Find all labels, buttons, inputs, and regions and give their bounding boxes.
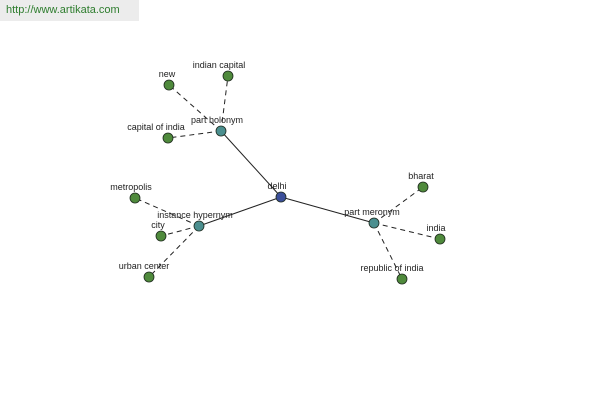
node-label-part-meronym: part meronym <box>344 207 400 217</box>
nodes-layer: delhi part holonym instance hypernym part m… <box>110 60 446 285</box>
node-city[interactable]: city <box>151 220 167 242</box>
node-circle-city[interactable] <box>155 230 167 242</box>
node-urban-center[interactable]: urban center <box>119 261 170 283</box>
node-label-capital-of-india: capital of india <box>127 122 185 132</box>
node-circle-metropolis[interactable] <box>129 192 141 204</box>
node-part-meronym[interactable]: part meronym <box>344 207 400 229</box>
node-circle-capital-of-india[interactable] <box>162 132 174 144</box>
edge-part-holonym-capital-of-india <box>167 130 222 139</box>
node-circle-delhi[interactable] <box>275 191 287 203</box>
edge-instance-hypernym-urban-center <box>148 225 200 278</box>
edge-instance-hypernym-metropolis <box>134 197 200 227</box>
node-label-urban-center: urban center <box>119 261 170 271</box>
node-new[interactable]: new <box>159 69 176 91</box>
node-label-republic-of-india: republic of india <box>360 263 423 273</box>
edge-part-meronym-bharat <box>373 186 424 224</box>
node-part-holonym[interactable]: part holonym <box>191 115 243 137</box>
edge-delhi-part-holonym <box>220 130 282 198</box>
edges-layer <box>134 75 441 280</box>
node-label-delhi: delhi <box>267 181 286 191</box>
url-banner: http://www.artikata.com <box>0 0 139 21</box>
node-bharat[interactable]: bharat <box>408 171 434 193</box>
node-india[interactable]: india <box>426 223 446 245</box>
node-circle-urban-center[interactable] <box>143 271 155 283</box>
edge-part-meronym-india <box>373 222 441 240</box>
node-circle-part-holonym[interactable] <box>215 125 227 137</box>
node-instance-hypernym[interactable]: instance hypernym <box>157 210 233 232</box>
node-circle-republic-of-india[interactable] <box>396 273 408 285</box>
node-label-city: city <box>151 220 165 230</box>
node-label-india: india <box>426 223 445 233</box>
edge-delhi-part-meronym <box>280 196 375 224</box>
node-circle-india[interactable] <box>434 233 446 245</box>
edge-part-holonym-new <box>168 84 222 132</box>
node-circle-part-meronym[interactable] <box>368 217 380 229</box>
node-delhi[interactable]: delhi <box>267 181 287 203</box>
node-circle-indian-capital[interactable] <box>222 70 234 82</box>
node-republic-of-india[interactable]: republic of india <box>360 263 424 285</box>
node-label-instance-hypernym: instance hypernym <box>157 210 233 220</box>
node-circle-new[interactable] <box>163 79 175 91</box>
edge-part-meronym-republic-of-india <box>373 222 403 280</box>
node-capital-of-india[interactable]: capital of india <box>127 122 185 144</box>
node-label-metropolis: metropolis <box>110 182 152 192</box>
node-label-bharat: bharat <box>408 171 434 181</box>
node-circle-instance-hypernym[interactable] <box>193 220 205 232</box>
node-circle-bharat[interactable] <box>417 181 429 193</box>
edge-instance-hypernym-city <box>160 225 200 237</box>
node-metropolis[interactable]: metropolis <box>110 182 152 204</box>
node-label-new: new <box>159 69 176 79</box>
site-url[interactable]: http://www.artikata.com <box>6 4 120 16</box>
edge-part-holonym-indian-capital <box>220 75 229 132</box>
node-label-part-holonym: part holonym <box>191 115 243 125</box>
node-label-indian-capital: indian capital <box>193 60 246 70</box>
node-indian-capital[interactable]: indian capital <box>193 60 246 82</box>
edge-delhi-instance-hypernym <box>198 196 282 227</box>
